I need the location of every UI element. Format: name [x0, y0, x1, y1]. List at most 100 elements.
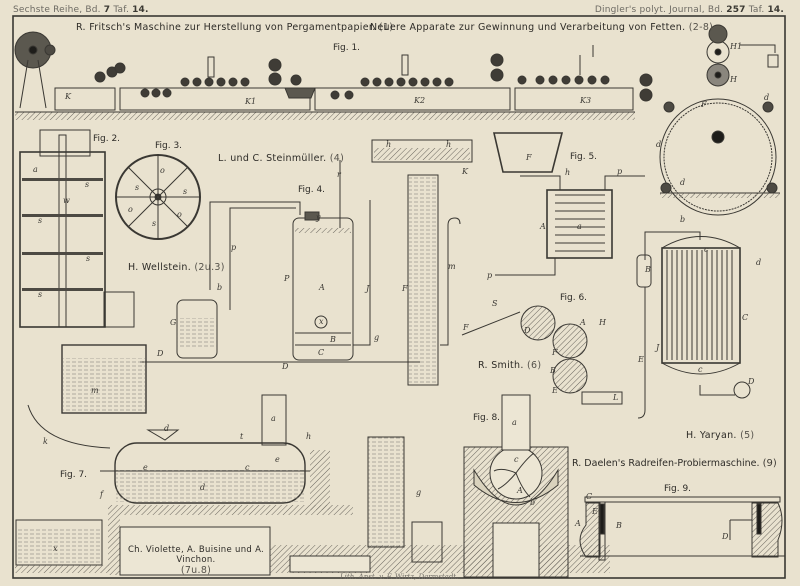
label-fig7: f — [100, 490, 103, 499]
label-fig9: A — [575, 519, 581, 528]
label-fig5: h — [565, 168, 571, 177]
label-fig2: w — [63, 196, 70, 205]
label-fig3: s — [135, 183, 140, 192]
label-fig3: s — [152, 219, 157, 228]
label-fig5: c — [704, 245, 709, 254]
label-fig5: E — [638, 355, 644, 364]
fig-label-4: Fig. 4. — [298, 185, 326, 195]
series-text: Sechste Reihe, Bd. — [13, 5, 101, 15]
label-fig4: J — [366, 284, 370, 293]
label-fig4: D — [157, 349, 164, 358]
label-fig7: h — [306, 432, 312, 441]
label-fig6: L — [613, 393, 619, 402]
label-fig9: D — [722, 532, 729, 541]
fig3-wheel — [115, 154, 201, 240]
label-fig3: o — [128, 205, 133, 214]
journal-plate-label: Taf. — [748, 5, 765, 15]
label-fig7: m — [91, 386, 99, 395]
title-yaryan-figs: (5) — [740, 430, 755, 441]
label-fig5: J — [656, 343, 660, 352]
fig6-rollers — [461, 305, 623, 405]
title-fette-figs: (2-8) — [688, 22, 714, 33]
label-fig4: r — [337, 170, 341, 179]
label-fig4: F — [402, 284, 408, 293]
label-fig2: a — [33, 165, 38, 174]
fig-label-5: Fig. 5. — [570, 152, 598, 162]
label-fig5: C — [742, 313, 749, 322]
label-fig7: a — [271, 414, 276, 423]
label-fig5: B — [645, 265, 651, 274]
fig1-paper-machine — [14, 31, 653, 120]
journal-volume: 257 — [726, 5, 746, 15]
label-fig9: E — [592, 507, 598, 516]
label-fig1: d — [680, 178, 686, 187]
label-fig4: C — [318, 348, 325, 357]
title-wellstein: H. Wellstein. (2u.3) — [128, 262, 225, 273]
label-fig5: b — [680, 215, 686, 224]
label-fig4: m — [448, 262, 456, 271]
label-fig6: D — [524, 326, 531, 335]
label-fig8: A — [517, 486, 523, 495]
title-violette: Ch. Violette, A. Buisine und A. Vinchon.… — [126, 545, 266, 576]
fig-label-8: Fig. 8. — [473, 413, 501, 423]
label-fig7: d — [164, 424, 170, 433]
lithographer-credit: Lith. Anst. v. F. Wirtz, Darmstadt. — [340, 573, 459, 581]
label-fig1: d — [656, 140, 662, 149]
label-fig6: F — [552, 348, 558, 357]
label-fig4: y — [316, 213, 321, 222]
label-fig4: h — [386, 140, 392, 149]
label-fig5: F — [526, 153, 532, 162]
fig-label-1: Fig. 1. — [333, 43, 361, 53]
label-fig6: A — [580, 318, 586, 327]
fig7-boiler — [15, 344, 610, 576]
title-steinmueller: L. und C. Steinmüller. (4) — [218, 153, 344, 164]
label-fig7: t — [240, 432, 244, 441]
label-fig1: H1 — [730, 42, 743, 51]
title-fette: Neuere Apparate zur Gewinnung und Verarb… — [370, 22, 713, 33]
label-fig3: o — [177, 210, 182, 219]
label-fig5: c — [698, 365, 703, 374]
label-fig1: K3 — [580, 96, 592, 105]
series-volume: 7 — [103, 5, 111, 15]
label-fig8: a — [512, 418, 517, 427]
title-daelen: R. Daelen's Radreifen-Probiermaschine. (… — [572, 458, 777, 469]
fig-label-6: Fig. 6. — [560, 293, 588, 303]
label-fig4: g — [374, 333, 380, 342]
title-daelen-figs: (9) — [762, 458, 777, 469]
label-fig5: p — [487, 271, 493, 280]
fig-label-7: Fig. 7. — [60, 470, 88, 480]
title-fritsch-figs: (1) — [378, 22, 394, 33]
label-fig6: B — [550, 366, 556, 375]
fig4-apparatus — [140, 139, 473, 386]
title-smith-text: R. Smith. — [478, 360, 524, 371]
fig5-condenser — [492, 132, 751, 419]
fig-label-9: Fig. 9. — [664, 484, 692, 494]
label-fig1: K2 — [414, 96, 426, 105]
label-fig3: s — [183, 187, 188, 196]
label-fig5: d — [756, 258, 762, 267]
label-fig1: K1 — [245, 97, 257, 106]
title-fritsch: R. Fritsch's Maschine zur Herstellung vo… — [76, 22, 393, 33]
title-wellstein-figs: (2u.3) — [194, 262, 225, 273]
label-fig4: P — [284, 274, 290, 283]
label-fig7: x — [53, 544, 58, 553]
label-fig8: g — [416, 488, 422, 497]
title-wellstein-text: H. Wellstein. — [128, 262, 192, 273]
fig-label-3: Fig. 3. — [155, 141, 183, 151]
label-fig7: e — [143, 463, 148, 472]
title-smith: R. Smith. (6) — [478, 360, 541, 371]
label-fig7: k — [43, 437, 48, 446]
label-fig4: p — [231, 243, 237, 252]
label-fig5: D — [748, 377, 755, 386]
fig1-drum-machine — [659, 24, 780, 216]
title-steinmueller-text: L. und C. Steinmüller. — [218, 153, 327, 164]
series-plate-label: Taf. — [113, 5, 130, 15]
label-fig9: B — [616, 521, 622, 530]
label-fig7: c — [245, 463, 250, 472]
label-fig4: b — [217, 283, 223, 292]
label-fig7: d — [200, 483, 206, 492]
label-fig4: G — [170, 318, 177, 327]
title-smith-figs: (6) — [527, 360, 542, 371]
